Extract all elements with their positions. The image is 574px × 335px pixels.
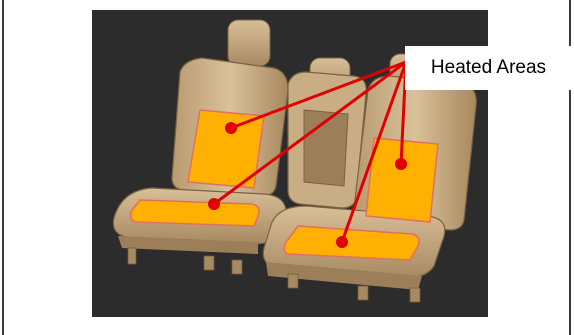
heated-area-left-cushion <box>131 200 259 226</box>
callout-label: Heated Areas <box>431 57 546 79</box>
left-border-line <box>2 0 4 335</box>
heated-areas-callout: Heated Areas <box>405 46 572 90</box>
